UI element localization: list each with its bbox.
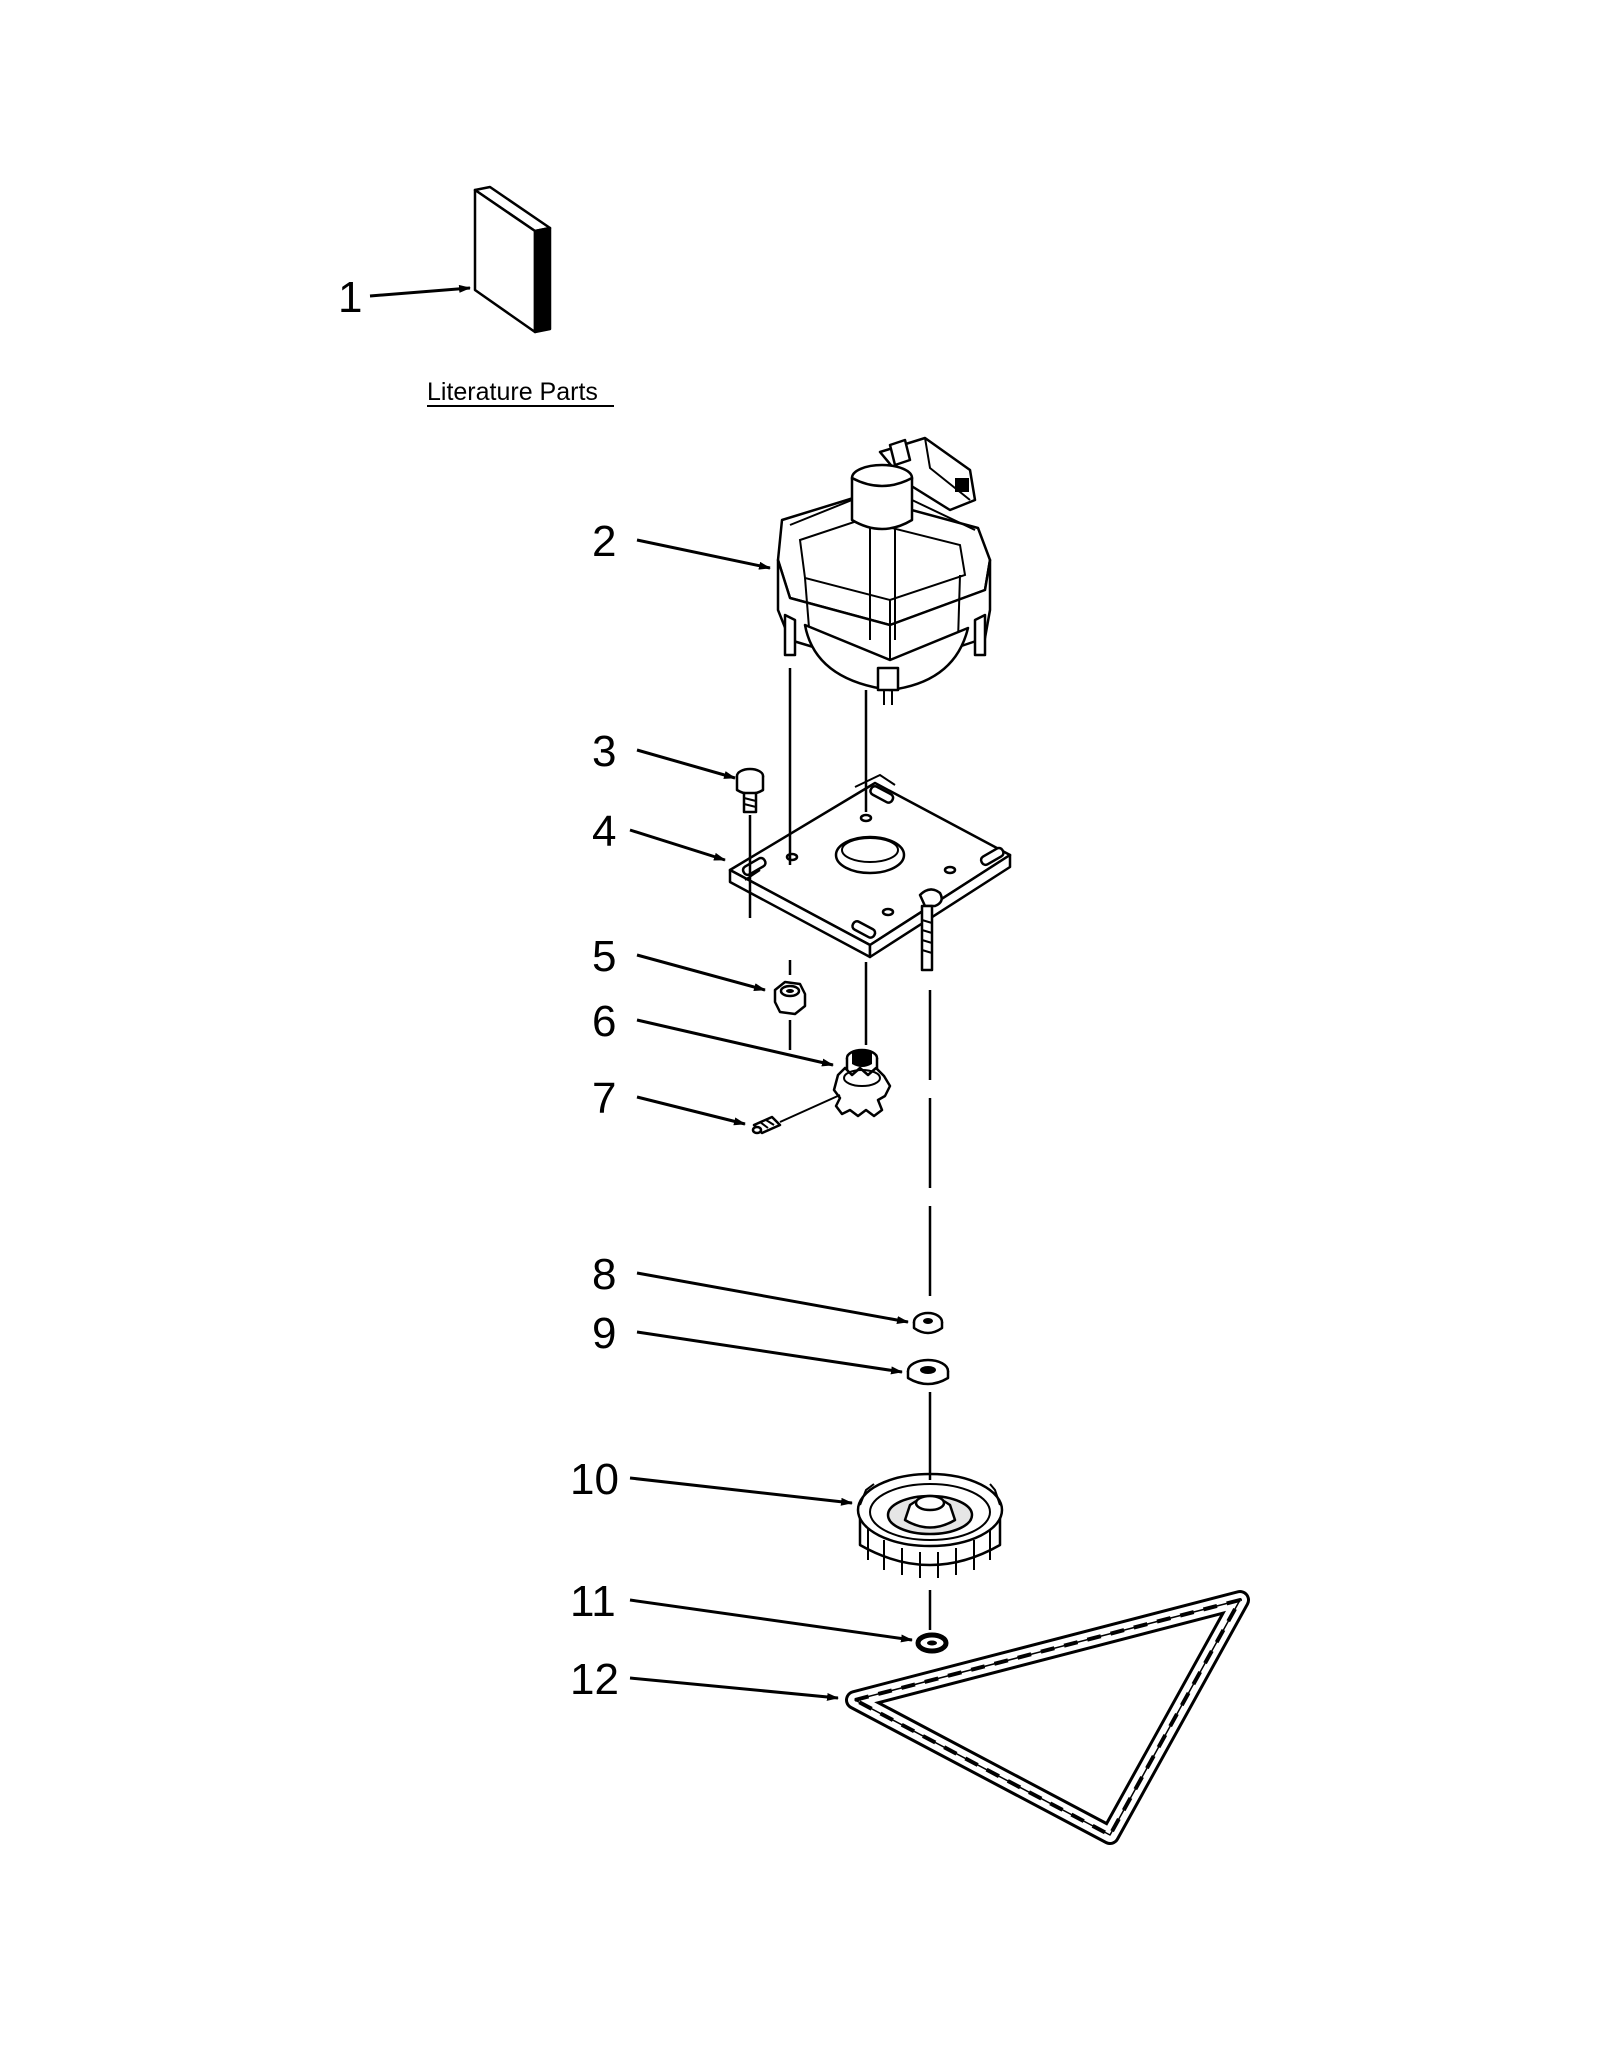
part-7-set-screw	[751, 1094, 841, 1135]
callout-10: 10	[570, 1455, 619, 1504]
callout-9: 9	[592, 1309, 616, 1358]
literature-parts-caption: Literature Parts	[427, 378, 598, 406]
callout-7: 7	[592, 1074, 616, 1123]
part-2-motor	[776, 436, 992, 705]
part-6-drive-gear	[832, 1048, 892, 1118]
part-12-roller-chain	[845, 1590, 1250, 1845]
part-5-nut	[773, 980, 807, 1016]
alignment-lines	[748, 668, 932, 1630]
part-3-screw	[735, 767, 765, 814]
part-4-mounting-plate	[728, 773, 1012, 972]
callout-6: 6	[592, 997, 616, 1046]
callout-8: 8	[592, 1250, 616, 1299]
part-8-washer	[912, 1311, 944, 1335]
part-11-retaining-clip	[915, 1632, 949, 1654]
part-9-washer	[906, 1358, 950, 1386]
part-10-sprocket	[856, 1472, 1004, 1578]
part-1-literature-booklet	[473, 185, 552, 334]
callout-11: 11	[570, 1577, 616, 1626]
callout-leaders	[369, 284, 913, 1701]
callout-3: 3	[592, 727, 616, 776]
callout-12: 12	[570, 1655, 619, 1704]
callout-numbers: 1 2 3 4 5 6 7 8 9 10 11 12	[338, 273, 619, 1704]
callout-4: 4	[592, 807, 616, 856]
callout-2: 2	[592, 517, 616, 566]
callout-5: 5	[592, 932, 616, 981]
callout-1: 1	[338, 273, 362, 322]
